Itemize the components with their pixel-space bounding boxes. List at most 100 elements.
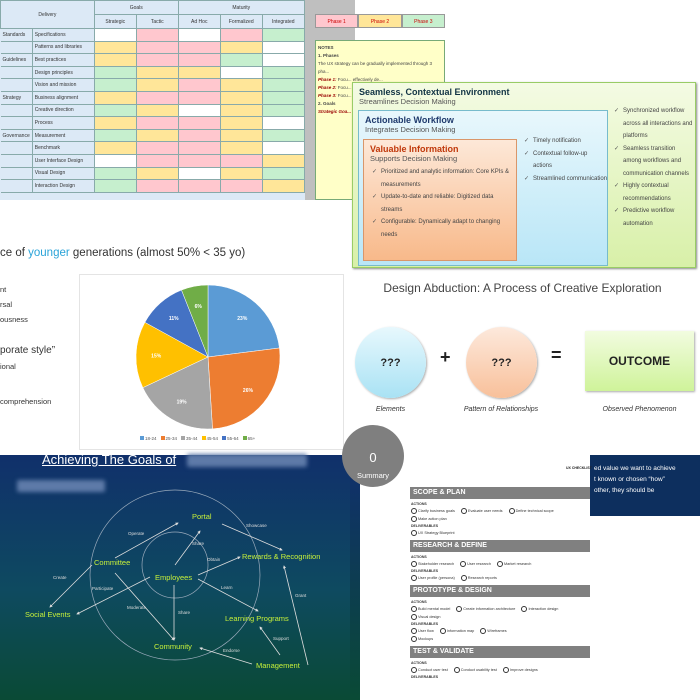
rating-cell <box>261 153 305 168</box>
column-header: Formalized <box>219 14 263 29</box>
row-label: Patterns and libraries <box>31 40 95 55</box>
rating-cell <box>261 40 305 55</box>
env-item: Highly contextual recommendations <box>612 180 694 205</box>
summary-number: 0 <box>369 450 377 465</box>
checklist-radio[interactable]: Research reports <box>461 576 497 580</box>
checklist-radio[interactable]: Build mental model <box>411 607 450 611</box>
legend-item: 45-54 <box>201 436 218 441</box>
legend-label: 55-64 <box>227 436 239 441</box>
option-row: Make action plan <box>411 516 453 522</box>
edge-moderate: Moderate <box>127 605 147 610</box>
workflow-list: Timely notification Contextual follow-up… <box>522 135 608 185</box>
option-row: Visual design <box>411 614 447 620</box>
checklist-radio[interactable]: User flow <box>411 629 434 633</box>
edge-share-2: Share <box>178 610 191 615</box>
checklist-radio[interactable]: Interaction design <box>521 607 558 611</box>
edge-endorse: Endorse <box>223 648 240 653</box>
redacted-text <box>17 480 105 492</box>
checklist-radio[interactable]: Make action plan <box>411 517 447 521</box>
legend-item: 65+ <box>242 436 255 441</box>
checklist-radio[interactable]: Visual design <box>411 615 441 619</box>
edge-grant: Grant <box>295 593 307 598</box>
checklist-radio[interactable]: Market research <box>497 562 531 566</box>
row-label: Business alignment <box>31 90 95 105</box>
checklist-radio[interactable]: User profile (persona) <box>411 576 455 580</box>
rating-cell <box>261 53 305 67</box>
workflow-item: Timely notification <box>522 135 608 148</box>
info-item: Update-to-date and reliable: Digitized d… <box>370 191 510 216</box>
rating-cell <box>261 166 305 181</box>
table-row: Visual Design <box>0 166 305 181</box>
checklist-radio[interactable]: Stakeholder research <box>411 562 454 566</box>
checklist-radio[interactable]: Improve designs <box>503 668 538 672</box>
row-label: Creative direction <box>31 103 95 118</box>
bullet-text: ousness <box>0 315 28 324</box>
legend-item: 55-64 <box>222 436 239 441</box>
rating-cell <box>219 179 263 193</box>
legend-label: 35-44 <box>186 436 198 441</box>
rating-cell <box>93 28 137 42</box>
callout-line: ed value we want to achieve <box>594 465 676 472</box>
header-goals: Goals <box>93 0 179 15</box>
node-portal: Portal <box>192 512 212 521</box>
rating-cell <box>261 90 305 105</box>
rating-cell <box>93 179 137 193</box>
deliverables-label: DELIVERABLES <box>411 675 439 679</box>
edge-showcase: Showcase <box>246 523 267 528</box>
pie-chart: 23%26%19%15%11%6% <box>135 284 281 430</box>
legend-item: 25-34 <box>160 436 177 441</box>
actions-label: ACTIONS <box>411 502 427 506</box>
goals-slide: Portal Committee Employees Rewards & Rec… <box>0 455 350 700</box>
row-label: User Interface Design <box>31 153 95 168</box>
slice-label: 23% <box>237 316 248 322</box>
row-label: Best practices <box>31 53 95 67</box>
rating-cell <box>135 40 179 55</box>
rating-cell <box>93 116 137 130</box>
notes-p1: The UX strategy can be gradually impleme… <box>318 61 433 74</box>
info-subtitle: Supports Decision Making <box>370 154 458 163</box>
checklist-radio[interactable]: User research <box>460 562 491 566</box>
checklist-radio[interactable]: Evaluate user needs <box>461 509 503 513</box>
option-row: Build mental model Create information arc… <box>411 606 564 612</box>
elements-circle: ??? <box>355 327 426 398</box>
row-category: Strategy <box>0 90 33 105</box>
table-row: Interaction Design <box>0 179 305 193</box>
callout-line: t known or chosen “how” <box>594 476 665 483</box>
rating-cell <box>93 153 137 168</box>
rating-cell <box>177 65 221 80</box>
row-category: Governance <box>0 128 33 143</box>
section-header: TEST & VALIDATE <box>410 646 590 658</box>
rating-cell <box>135 166 179 181</box>
row-category <box>0 141 33 155</box>
option-row: Conduct user test Conduct usability test I… <box>411 667 544 673</box>
env-item: Predictive workflow automation <box>612 205 694 230</box>
checklist-radio[interactable]: Create information architecture <box>456 607 515 611</box>
legend-label: 18-24 <box>145 436 157 441</box>
deliverables-label: DELIVERABLES <box>411 569 439 573</box>
checklist-radio[interactable]: UX Strategy Blueprint <box>411 531 455 535</box>
checklist-radio[interactable]: Conduct user test <box>411 668 448 672</box>
checklist-radio[interactable]: Define technical scope <box>509 509 554 513</box>
checklist-radio[interactable]: Mockups <box>411 637 433 641</box>
checklist-radio[interactable]: Information map <box>440 629 474 633</box>
section-header: SCOPE & PLAN <box>410 487 590 499</box>
deliverables-label: DELIVERABLES <box>411 622 439 626</box>
node-management: Management <box>256 661 300 670</box>
notes-title: NOTES <box>318 45 334 50</box>
checklist-radio[interactable]: Wireframes <box>480 629 506 633</box>
row-category <box>0 103 33 118</box>
info-layer: Valuable Information Supports Decision M… <box>363 139 517 261</box>
edge-share: Share <box>192 541 205 546</box>
rating-cell <box>261 103 305 118</box>
slice-label: 19% <box>177 400 188 406</box>
rating-cell <box>177 103 221 118</box>
checklist-radio[interactable]: Conduct usability test <box>454 668 497 672</box>
notes-h1: 1. Phases <box>318 53 339 58</box>
rating-cell <box>219 40 263 55</box>
checklist-radio[interactable]: Clarify business goals <box>411 509 455 513</box>
rating-cell <box>135 65 179 80</box>
rating-cell <box>135 78 179 92</box>
